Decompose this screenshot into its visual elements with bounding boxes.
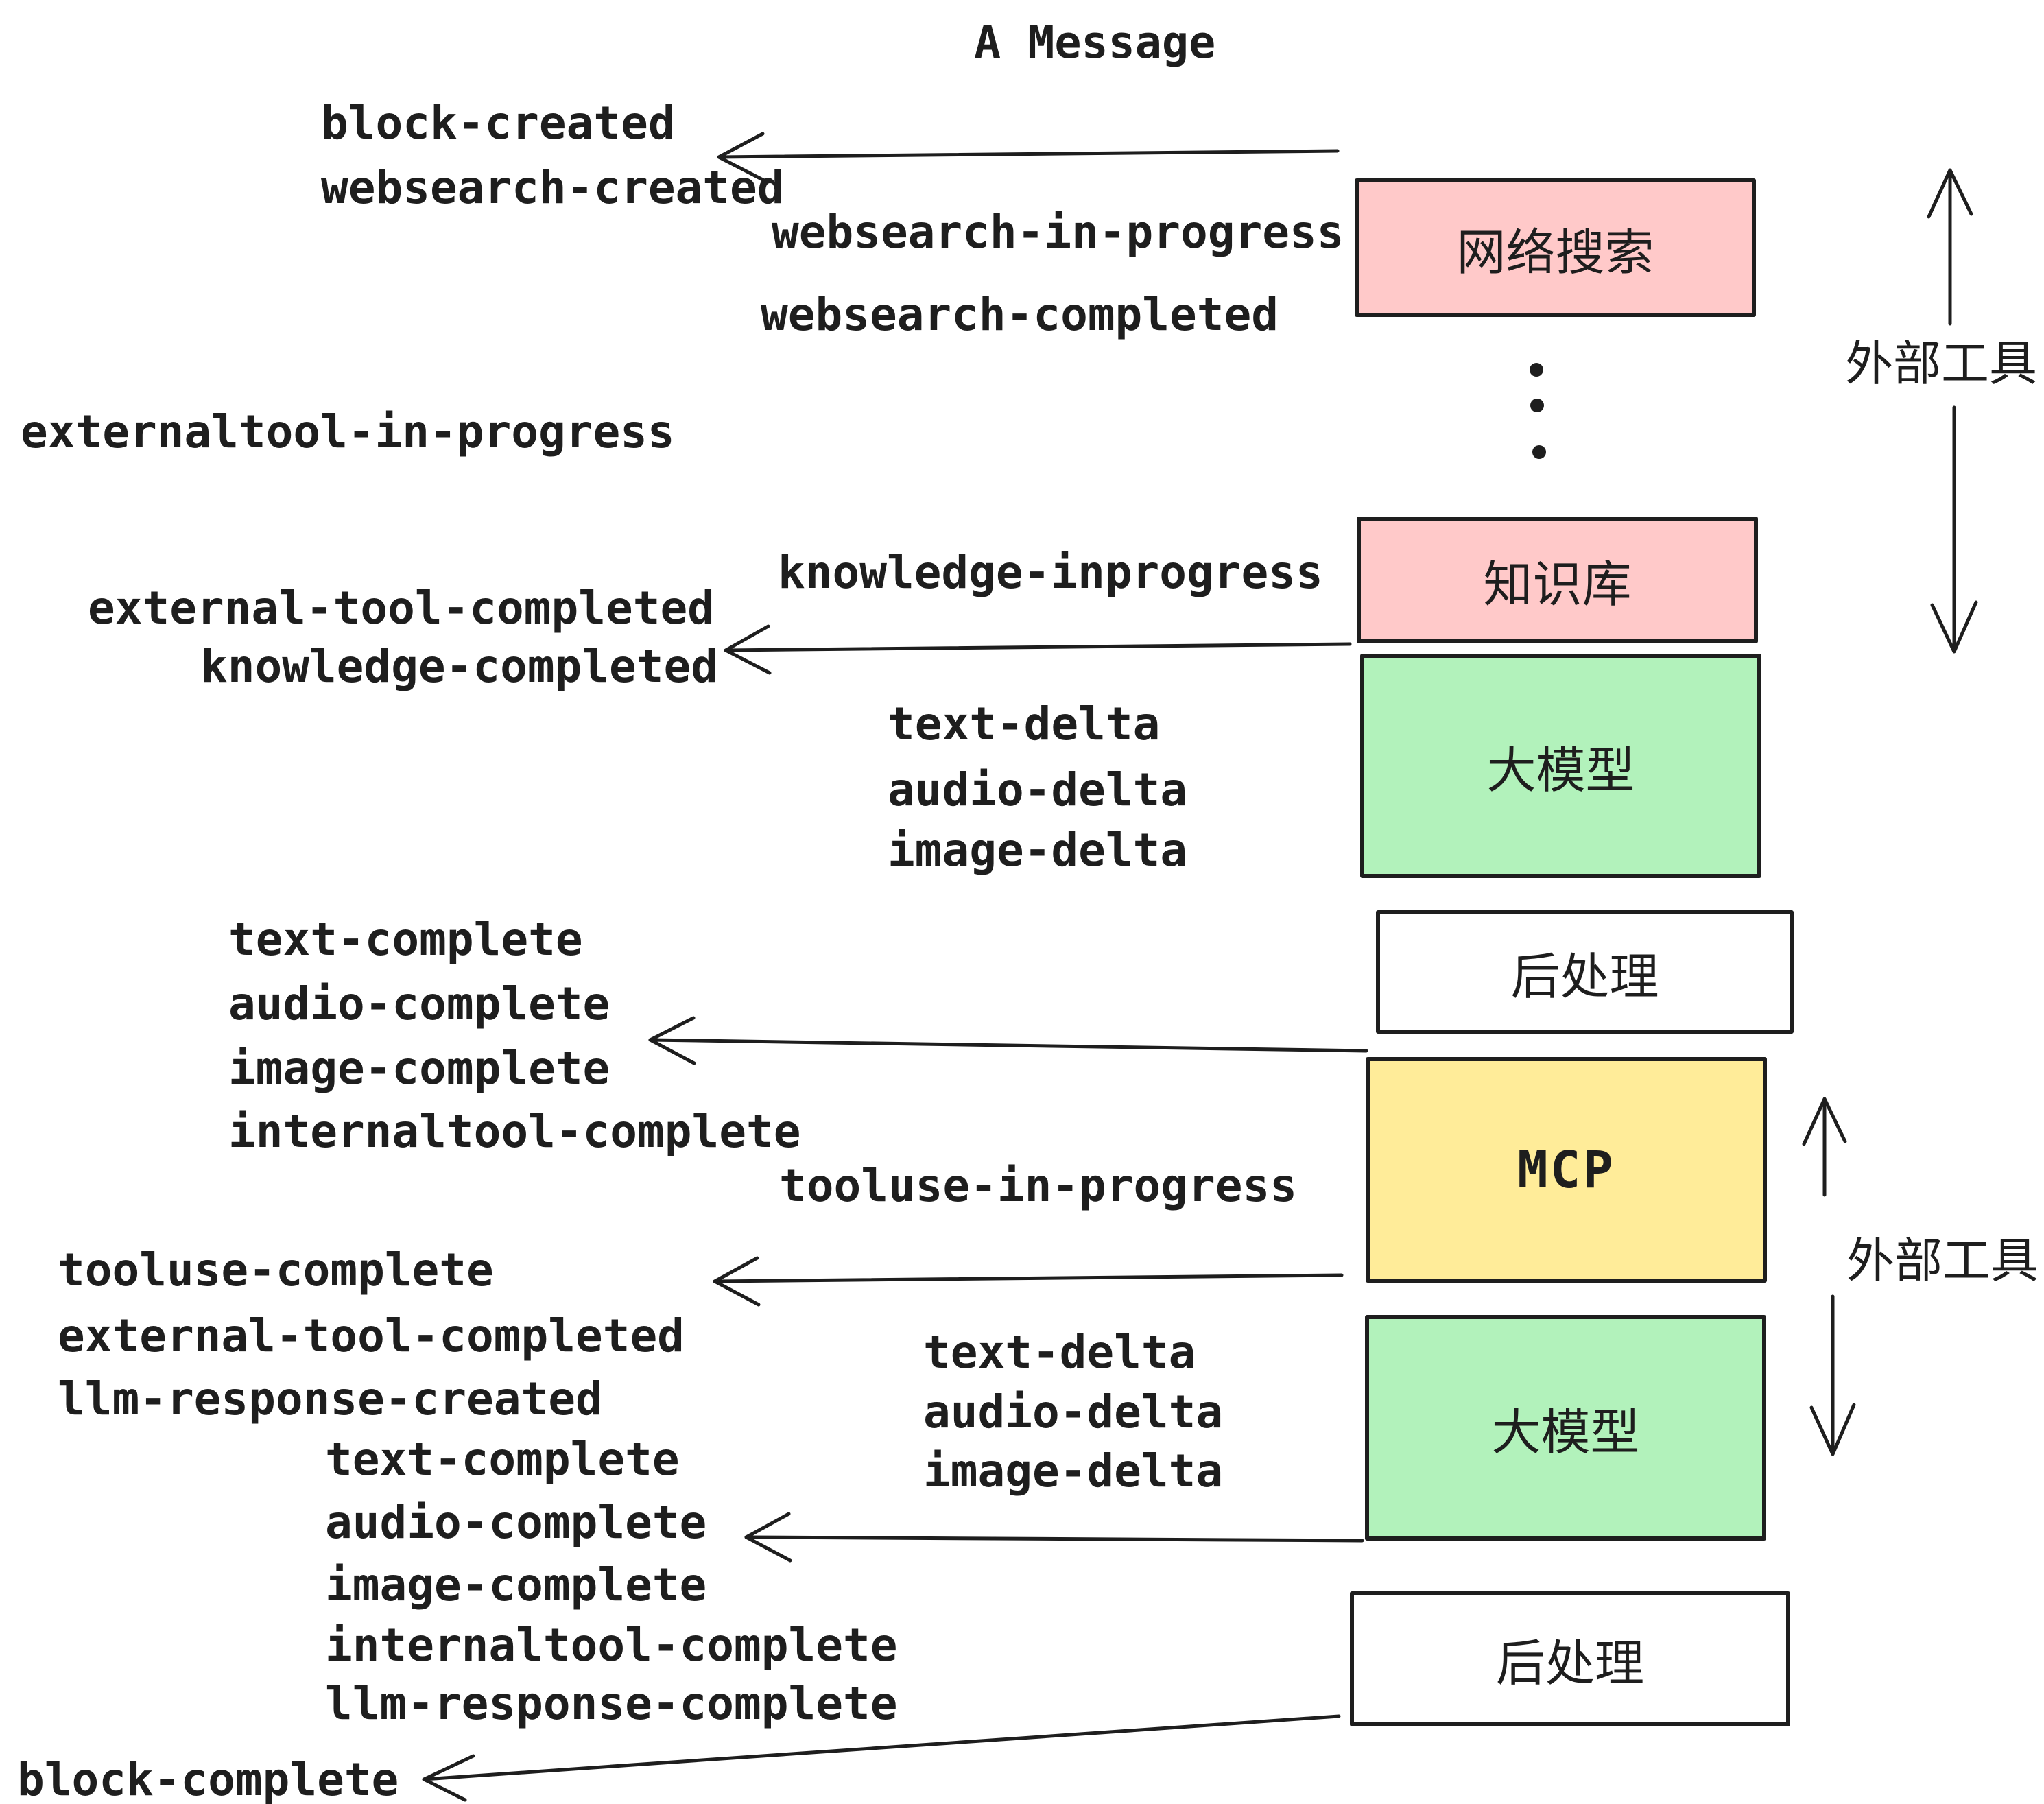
box-llm-1: 大模型 bbox=[1360, 654, 1761, 878]
event-audio-delta-2: audio-delta bbox=[923, 1386, 1224, 1438]
event-websearch-in-progress: websearch-in-progress bbox=[772, 206, 1344, 259]
event-llm-response-created: llm-response-created bbox=[58, 1373, 603, 1425]
event-knowledge-inprogress: knowledge-inprogress bbox=[778, 546, 1323, 599]
vertical-range-arrow-top bbox=[1927, 168, 1978, 654]
event-externaltool-in-progress: externaltool-in-progress bbox=[21, 405, 675, 458]
box-llm-2: 大模型 bbox=[1365, 1315, 1766, 1541]
event-external-tool-completed-1: external-tool-completed bbox=[88, 582, 715, 634]
event-block-created: block-created bbox=[321, 97, 676, 150]
arrow-tooluse-complete bbox=[713, 1256, 1344, 1307]
event-audio-complete-2: audio-complete bbox=[325, 1496, 707, 1549]
event-tooluse-in-progress: tooluse-in-progress bbox=[779, 1159, 1297, 1212]
box-knowledge-base-label: 知识库 bbox=[1483, 556, 1632, 613]
event-audio-delta-1: audio-delta bbox=[888, 763, 1188, 816]
event-llm-response-complete: llm-response-complete bbox=[325, 1677, 898, 1730]
box-knowledge-base: 知识库 bbox=[1357, 517, 1758, 643]
box-llm-1-label: 大模型 bbox=[1486, 741, 1635, 799]
box-web-search: 网络搜索 bbox=[1355, 178, 1756, 317]
box-mcp: MCP bbox=[1366, 1057, 1767, 1283]
external-tools-label-top: 外部工具 bbox=[1845, 335, 2037, 392]
box-web-search-label: 网络搜索 bbox=[1456, 223, 1654, 281]
box-post-process-2-label: 后处理 bbox=[1495, 1635, 1644, 1692]
box-post-process-2: 后处理 bbox=[1350, 1591, 1790, 1726]
event-websearch-completed: websearch-completed bbox=[761, 288, 1279, 341]
event-block-complete: block-complete bbox=[17, 1753, 399, 1804]
event-image-delta-2: image-delta bbox=[923, 1445, 1224, 1497]
event-internaltool-complete-2: internaltool-complete bbox=[325, 1619, 898, 1672]
event-websearch-created: websearch-created bbox=[321, 161, 785, 214]
event-tooluse-complete: tooluse-complete bbox=[58, 1244, 494, 1296]
box-post-process-1: 后处理 bbox=[1376, 910, 1794, 1034]
ellipsis-dots bbox=[1530, 363, 1546, 459]
event-text-complete-2: text-complete bbox=[325, 1433, 680, 1486]
box-llm-2-label: 大模型 bbox=[1491, 1403, 1640, 1461]
box-post-process-1-label: 后处理 bbox=[1510, 947, 1659, 1006]
event-text-delta-1: text-delta bbox=[888, 698, 1161, 750]
event-audio-complete-1: audio-complete bbox=[228, 977, 610, 1030]
vertical-range-arrow-mcp bbox=[1802, 1097, 1856, 1456]
event-internaltool-complete-1: internaltool-complete bbox=[228, 1105, 801, 1158]
event-image-delta-1: image-delta bbox=[888, 824, 1188, 877]
arrow-knowledge-completed bbox=[724, 624, 1352, 675]
event-knowledge-completed: knowledge-completed bbox=[200, 640, 718, 693]
arrow-block-created bbox=[717, 132, 1340, 182]
event-image-complete-2: image-complete bbox=[325, 1558, 707, 1611]
arrow-block-complete bbox=[422, 1714, 1341, 1802]
event-external-tool-completed-2: external-tool-completed bbox=[58, 1309, 685, 1362]
diagram-title: A Message bbox=[974, 17, 1216, 69]
box-mcp-label: MCP bbox=[1517, 1140, 1615, 1200]
external-tools-label-mcp: 外部工具 bbox=[1846, 1233, 2039, 1289]
arrow-internal-complete bbox=[648, 1016, 1368, 1065]
event-text-complete-1: text-complete bbox=[228, 913, 583, 966]
event-text-delta-2: text-delta bbox=[923, 1326, 1196, 1379]
event-image-complete-1: image-complete bbox=[228, 1042, 610, 1095]
arrow-audio-complete bbox=[744, 1512, 1364, 1563]
